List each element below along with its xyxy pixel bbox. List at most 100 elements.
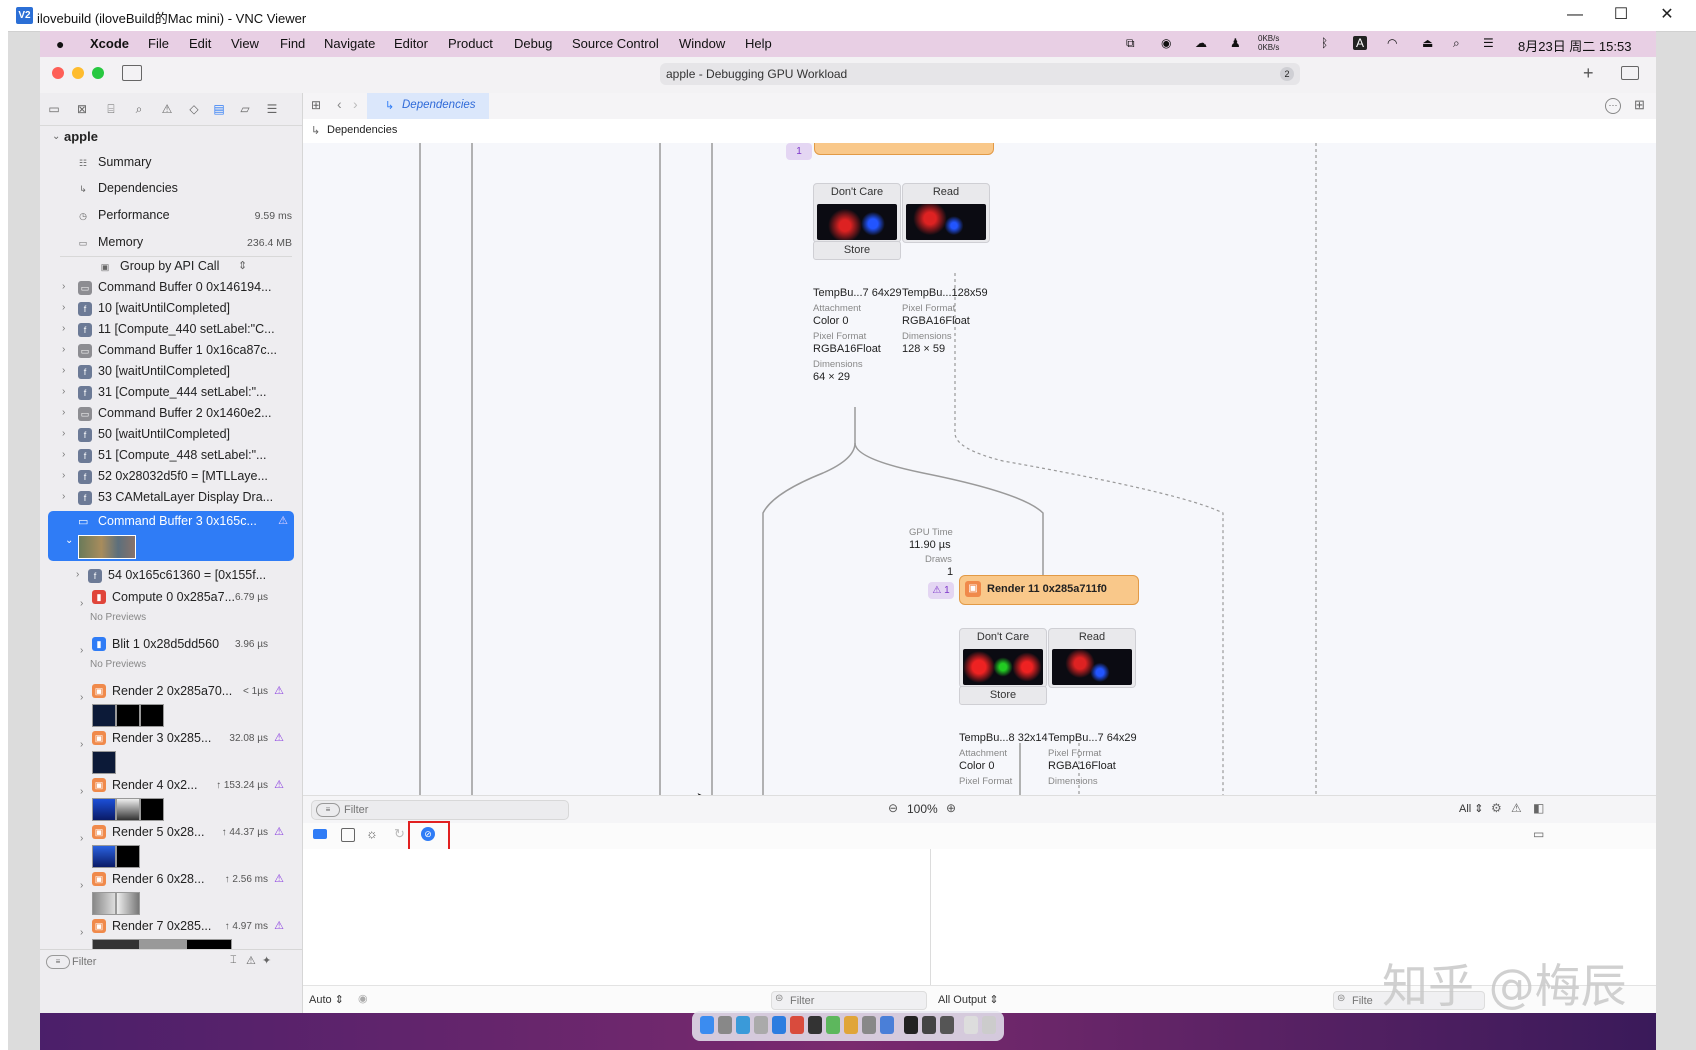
finder-icon[interactable] [700,1016,714,1034]
sparkle-icon[interactable]: ✦ [262,955,272,967]
texture-preview[interactable] [906,204,986,240]
pause-icon[interactable] [341,828,355,842]
control-center-icon[interactable]: ☰ [1483,36,1494,50]
chevron-right-icon[interactable]: › [80,786,84,797]
menu-find[interactable]: Find [280,36,306,51]
encoder-row[interactable]: › ▮ Compute 0 0x285a7... 6.79 µs No Prev… [40,588,302,636]
variables-scope-popup[interactable]: Auto ⇕ [309,994,344,1006]
gpu-frame-icon[interactable]: ⊘ [421,827,435,841]
attachment-thumbnail[interactable] [92,892,116,915]
cloud-icon[interactable]: ☁ [1195,36,1207,50]
breadcrumb[interactable]: Dependencies [327,124,398,136]
attachment-thumbnail[interactable] [92,751,116,774]
issue-count-badge[interactable]: 2 [1280,67,1294,81]
forward-icon[interactable]: › [353,96,358,112]
scope-popup[interactable]: All ⇕ [1459,803,1484,815]
chevron-right-icon[interactable]: › [76,569,80,580]
menu-view[interactable]: View [231,36,259,51]
render-11-node[interactable]: ▣ Render 11 0x285a711f0 [959,575,1139,605]
folder-icon[interactable]: ▭ [48,102,60,116]
eject-icon[interactable]: ⏏ [1422,36,1434,50]
close-button[interactable]: ✕ [1660,6,1674,23]
terminal-icon[interactable] [808,1016,822,1034]
menu-clock[interactable]: 8月23日 周二 15:53 [1518,39,1632,54]
encoder-row[interactable]: › ▣ Render 5 0x28... ↑ 44.37 µs ⚠ [40,823,302,871]
menu-help[interactable]: Help [745,36,772,51]
more-options-icon[interactable]: ··· [1605,98,1621,114]
window-close-button[interactable] [52,67,64,79]
chevron-down-icon[interactable]: ⌄ [65,535,74,546]
apple-menu-icon[interactable]: ● [56,36,65,52]
sort-icon[interactable]: ⌶ [230,954,237,966]
settings-gear-icon[interactable]: ⚙ [1491,801,1502,815]
issue-icon[interactable]: ⚠ [161,102,173,116]
reload-icon[interactable]: ↻ [394,826,405,841]
wifi-icon[interactable]: ◠ [1387,36,1398,50]
chevron-right-icon[interactable]: › [62,365,66,376]
attachment-thumbnail[interactable] [92,798,116,821]
window-switch-icon[interactable]: ⧉ [1126,36,1135,50]
chevron-right-icon[interactable]: › [62,323,66,334]
bluetooth-icon[interactable]: ᛒ [1321,36,1329,50]
graph-filter-input[interactable] [342,801,546,819]
attachment-thumbnail[interactable] [116,704,140,727]
chevron-right-icon[interactable]: › [62,470,66,481]
encoder-row[interactable]: › ▣ Render 2 0x285a70... < 1µs ⚠ [40,682,302,730]
hide-debug-area-icon[interactable]: ▭ [1533,827,1545,841]
chevron-right-icon[interactable]: › [62,449,66,460]
attachment-card[interactable]: Don't Care [959,628,1047,688]
window-zoom-button[interactable] [92,67,104,79]
find-icon[interactable]: ⌕ [135,102,143,116]
texture-preview[interactable] [1052,649,1132,685]
instruments-icon[interactable] [940,1016,954,1034]
input-method-icon[interactable]: A [1353,36,1368,50]
split-view-icon[interactable]: ◧ [1533,801,1545,815]
attachment-thumbnail[interactable] [116,845,140,868]
selected-command-buffer[interactable]: ⌄ ▭ Command Buffer 3 0x165c... ⚠ [48,511,294,561]
eye-icon[interactable]: ◉ [358,993,368,1005]
tab-dependencies[interactable]: ↳ Dependencies [367,93,489,119]
filter-icon[interactable]: ≡ [46,955,70,969]
chevron-right-icon[interactable]: › [80,598,84,609]
menu-edit[interactable]: Edit [189,36,212,51]
encoder-row[interactable]: › ▣ Render 6 0x28... ↑ 2.56 ms ⚠ [40,870,302,918]
preview-thumbnail[interactable] [78,535,136,559]
bell-icon[interactable]: ♟ [1230,36,1241,50]
encoder-row[interactable]: › ▮ Blit 1 0x28d5dd560 3.96 µs No Previe… [40,635,302,683]
attachment-thumbnail[interactable] [140,704,164,727]
chevron-right-icon[interactable]: › [62,428,66,439]
breakpoint-icon[interactable]: ▱ [240,102,250,116]
console-app-icon[interactable] [922,1016,936,1034]
tree-row[interactable]: ›▭Command Buffer 1 0x16ca87c... [40,341,302,362]
chevron-right-icon[interactable]: › [80,645,84,656]
console-filter-input[interactable] [1350,992,1474,1009]
warning-filter-icon[interactable]: ⚠ [1511,801,1522,815]
chevron-down-icon[interactable]: ⌄ [52,131,61,142]
breakpoints-toggle-icon[interactable] [313,829,327,839]
chevron-right-icon[interactable]: › [80,692,84,703]
photos-icon[interactable] [844,1016,858,1034]
menu-source-control[interactable]: Source Control [572,36,659,51]
menu-xcode[interactable]: Xcode [90,36,130,51]
nav-summary[interactable]: ☷ Summary [40,153,302,174]
menu-product[interactable]: Product [448,36,493,51]
attachment-thumbnail[interactable] [92,704,116,727]
attachment-thumbnail[interactable] [116,892,140,915]
symbol-icon[interactable]: ⌸ [107,102,115,116]
nav-performance[interactable]: ◷ Performance 9.59 ms [40,206,302,227]
warning-badge[interactable]: 1 [786,143,812,160]
messages-icon[interactable] [826,1016,840,1034]
menu-window[interactable]: Window [679,36,726,51]
attachment-thumbnail[interactable] [116,798,140,821]
safari-icon[interactable] [736,1016,750,1034]
attachment-card[interactable]: Read [902,183,990,243]
attachment-card[interactable]: Don't Care [813,183,901,243]
camera-icon[interactable]: ◉ [1161,36,1172,50]
launchpad-icon[interactable] [718,1016,732,1034]
